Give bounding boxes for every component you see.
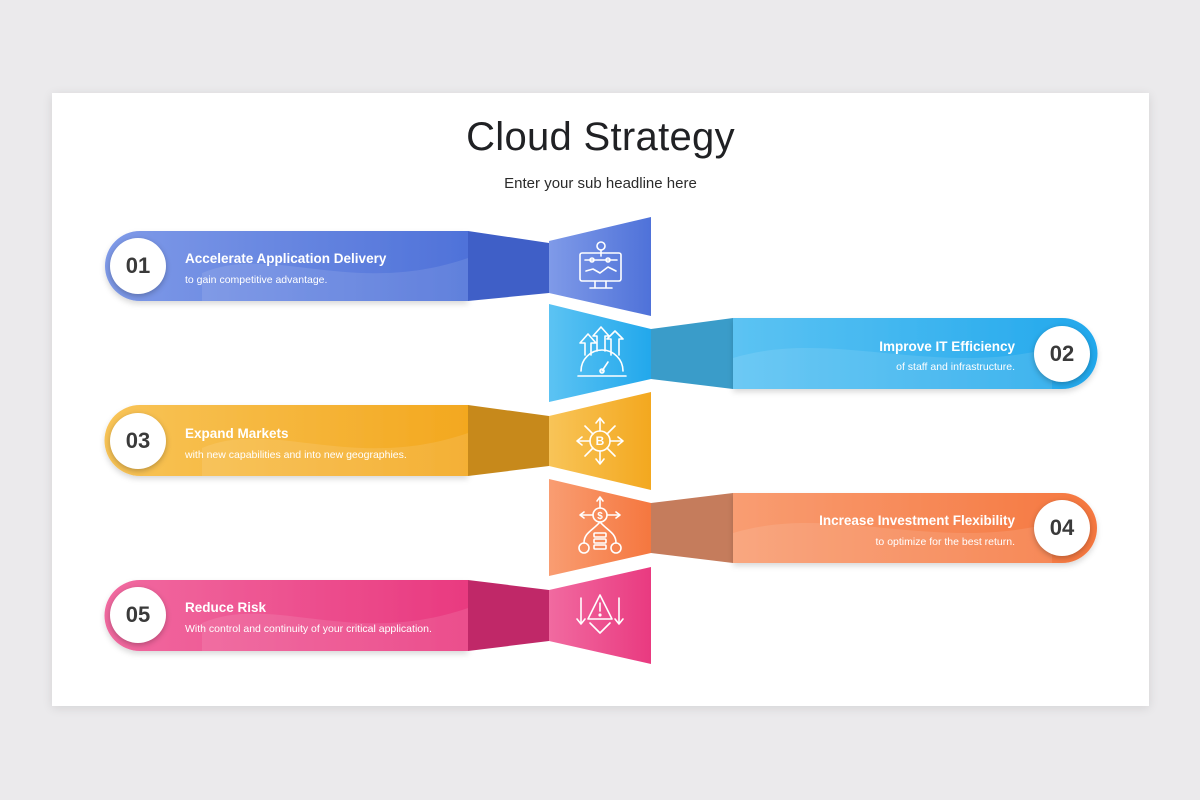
step-05-description: With control and continuity of your crit… [185,623,432,635]
risk-warning-icon [576,594,624,634]
svg-text:$: $ [597,511,603,522]
step-02-number: 02 [1034,326,1090,382]
svg-text:B: B [596,434,605,448]
slide: Cloud Strategy Enter your sub headline h… [52,93,1149,706]
page-subtitle: Enter your sub headline here [504,175,697,192]
step-02-shape [549,304,1098,402]
investment-options-icon: $ [578,496,622,554]
step-02-title: Improve IT Efficiency [879,339,1015,354]
step-02-description: of staff and infrastructure. [896,361,1015,373]
step-04-title: Increase Investment Flexibility [819,513,1015,528]
growth-speedometer-icon [577,326,627,377]
step-01-shape [105,217,651,316]
step-01-description: to gain competitive advantage. [185,274,328,286]
step-04-number: 04 [1034,500,1090,556]
strategy-diagram: B $ [104,217,1098,664]
monitor-gauge-icon [579,241,622,289]
step-01-title: Accelerate Application Delivery [185,251,387,266]
step-04-description: to optimize for the best return. [875,536,1015,548]
step-03-number: 03 [110,413,166,469]
step-03-title: Expand Markets [185,426,289,441]
step-05-shape [104,567,651,664]
step-05-title: Reduce Risk [185,600,267,615]
step-01-number: 01 [110,238,166,294]
page-title: Cloud Strategy [466,115,735,159]
step-04-shape [549,479,1097,576]
step-05-number: 05 [110,587,166,643]
step-03-description: with new capabilities and into new geogr… [185,449,407,461]
bitcoin-network-icon: B [576,417,624,465]
step-03-shape [104,392,651,490]
